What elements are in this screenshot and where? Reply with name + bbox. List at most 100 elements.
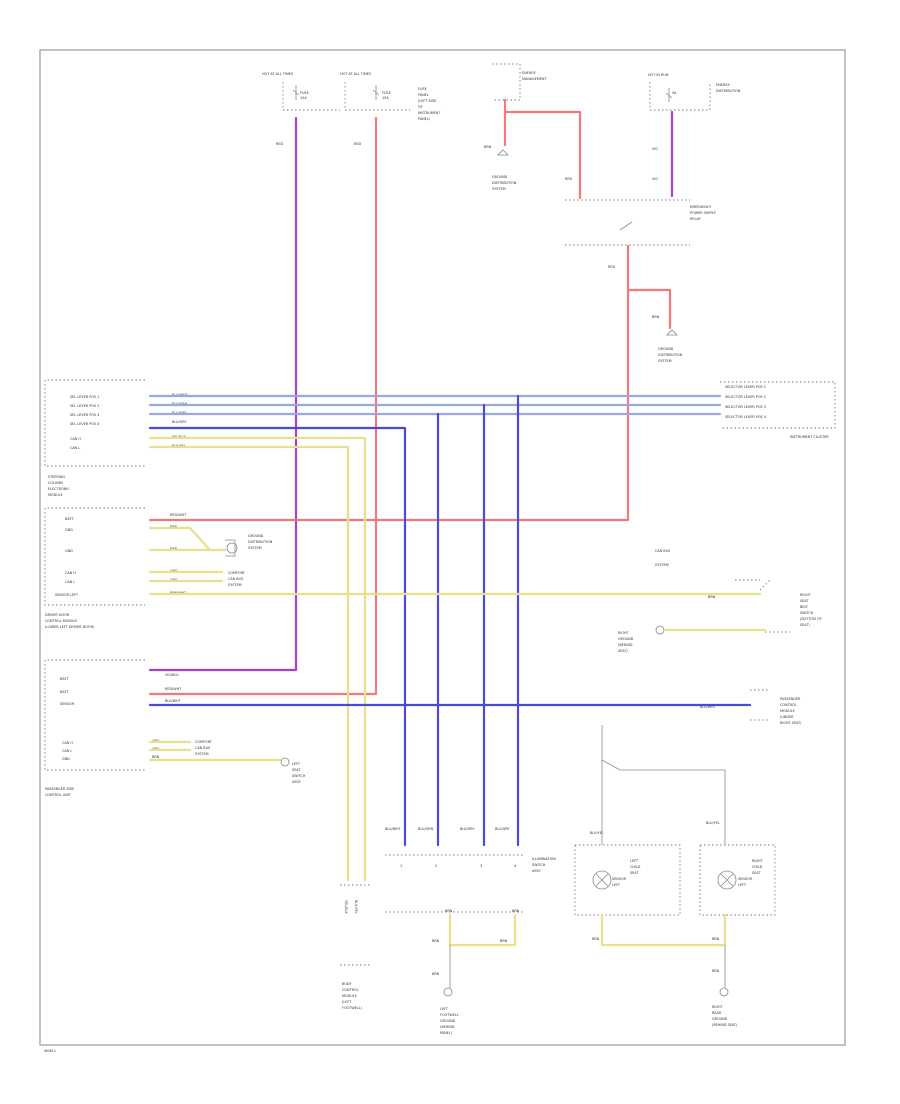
fuse-b-desc-2: PANEL	[418, 93, 429, 97]
pcm-can-2: CAN BUS	[195, 746, 210, 750]
dcm-pin-2: GND	[65, 528, 73, 532]
wire-red-relay	[503, 98, 582, 200]
pcm-can-1: COMFORT	[195, 740, 213, 744]
fuse-d-amp: 5A	[672, 91, 677, 95]
dcm-name-1: DRIVER DOOR	[45, 613, 70, 617]
right-sensor-lamp-icon	[717, 870, 737, 890]
ic-pin-1: SELECTOR LEVER POS 1	[725, 385, 766, 389]
fuse-b-desc-5: INSTRUMENT	[418, 111, 441, 115]
ctrl-pin-2: SEL LEVER POS 2	[70, 404, 99, 408]
pcm-name-6: PASSENGER SIDE	[45, 787, 74, 791]
ctrl-pin-4: SEL LEVER POS 4	[70, 422, 99, 426]
relay-label-2: POWER SUPPLY	[690, 211, 717, 215]
fuse-b-desc-4: OF	[418, 105, 423, 109]
wire-lamp-left-feed	[601, 725, 726, 845]
ground-mid: GROUND DISTRIBUTION SYSTEM	[658, 329, 683, 363]
wire-yellow-can-l	[148, 445, 350, 882]
right-child-seat-sensor: BLU/YEL SENSOR LEFT RIGHT CHILD SEAT BRN	[699, 821, 776, 941]
lamp-left-1: LEFT	[630, 859, 639, 863]
bcm-name-5: FOOTWELL)	[342, 1006, 363, 1010]
lamp-wire-1: BLU/YEL	[590, 831, 604, 835]
wire-red-relay-ground	[626, 288, 672, 330]
ground-right-4: SEAT)	[618, 649, 628, 653]
dcm-can-2: CAN BUS	[228, 577, 243, 581]
ctrl-pin-1: SEL LEVER POS 1	[70, 395, 99, 399]
bel-pin-4: 4	[514, 864, 516, 868]
dcm-wire-1: RED/WHT	[170, 513, 187, 517]
right-sw-label-5: (BOTTOM OF	[800, 617, 822, 621]
bel-gnd-5: PANEL)	[440, 1031, 453, 1035]
fuse-b-amp: 15A	[382, 96, 389, 100]
dcm-pin-6: SENSOR LEFT	[55, 593, 79, 597]
bel-wire-1: BLU/WHT	[385, 827, 402, 831]
fuse-b: HOT AT ALL TIMES FUSE 15A FUSE PANEL (LE…	[340, 72, 441, 121]
fuse-b-name: FUSE	[382, 91, 391, 95]
bel-name-1: ILLUMINATION	[532, 857, 556, 861]
diagram-border	[39, 49, 846, 1046]
fuse-b-desc-3: (LEFT SIDE	[418, 99, 436, 103]
dcm-pin-3: GND	[65, 549, 73, 553]
ic-pin-4: SELECTOR LEVER POS 4	[725, 415, 766, 419]
ground-mid-label-2: DISTRIBUTION	[658, 353, 683, 357]
gnd-bottom-r-2: REAR	[712, 1011, 722, 1015]
ctrl-pin-3: SEL LEVER POS 3	[70, 413, 99, 417]
bel-gnd-4: (BEHIND	[440, 1025, 455, 1029]
gnd-bottom-r-3: GROUND	[712, 1017, 728, 1021]
wire-label-c: BRN	[484, 145, 492, 149]
wire-red-relay-down	[148, 244, 630, 522]
fuse-c-desc-1: ENERGY	[522, 71, 537, 75]
fuse-d-desc-2: DISTRIBUTION	[716, 89, 741, 93]
ground-top-left-label-3: SYSTEM	[492, 187, 506, 191]
bel-gnd-wire-2: BRN	[512, 909, 520, 913]
bel-name-2: SWITCH	[532, 863, 546, 867]
fuse-c-desc-2: MANAGEMENT	[522, 77, 547, 81]
bel-wire-4: BLU/GRY	[495, 827, 510, 831]
emergency-relay: EMERGENCY POWER SUPPLY RELAY	[565, 199, 717, 246]
pcm-pin-5: CAN L	[62, 749, 72, 753]
illumination-switch: BLU/WHT BLU/GRN BLU/GRY BLU/GRY 1 2 3 4 …	[385, 827, 556, 1035]
fuse-a-amp: 10A	[300, 96, 307, 100]
lamp-left-3: SEAT	[630, 871, 639, 875]
bel-gnd-wire-4: BRN	[500, 939, 508, 943]
fuse-b-header: HOT AT ALL TIMES	[340, 72, 371, 76]
lamp-wire-4: BRN	[712, 937, 720, 941]
dcm-ground-symbol	[225, 539, 236, 557]
lamp-right-5: LEFT	[738, 883, 747, 887]
fuse-b-symbol	[372, 85, 380, 100]
ctrl-name-2: COLUMN	[48, 481, 63, 485]
bcm-name-4: (LEFT	[342, 1000, 352, 1004]
wire-red-fuse-b	[148, 116, 378, 696]
ic-pin-2: SELECTOR LEVER POS 2	[725, 395, 766, 399]
wire-purple-fuse-a	[148, 116, 298, 672]
fuse-d-desc-1: ENERGY	[716, 83, 731, 87]
pcm-gnd-2: SEAT	[292, 768, 301, 772]
pcm-name-7: CONTROL UNIT	[45, 793, 72, 797]
fuse-d-header: HOT IN RUN	[648, 73, 669, 77]
ctrl-name-4: MODULE	[48, 493, 63, 497]
right-sw-wire: BRN	[708, 595, 716, 599]
right-sw-label-2: SEAT	[800, 599, 809, 603]
pcm-pin-6: GND	[62, 757, 70, 761]
passenger-control-module: BATT BATT SENSOR CAN H CAN L GND VIO/BLU…	[44, 659, 306, 797]
dcm-pin-1: BATT	[65, 517, 74, 521]
occupant-label-3: MODULE	[780, 709, 795, 713]
lamp-left-2: CHILD	[630, 865, 641, 869]
dcm-pin-4: CAN H	[65, 571, 76, 575]
occupant-label-4: (UNDER	[780, 715, 794, 719]
wire-bel-gnd	[448, 913, 517, 947]
wires	[148, 98, 767, 988]
right-ground-circle	[655, 625, 665, 635]
pcm-ground-circle	[280, 757, 290, 767]
ground-top-left-label-2: DISTRIBUTION	[492, 181, 517, 185]
lamp-wire-2: BLU/YEL	[706, 821, 720, 825]
pcm-wire-6: BRN	[152, 755, 160, 759]
rear-ground: BRN RIGHT REAR GROUND (BEHIND SEAT)	[712, 969, 738, 1027]
fuse-a-symbol	[292, 85, 300, 100]
left-child-seat-sensor: BLU/YEL SENSOR LEFT LEFT CHILD SEAT BRN	[574, 831, 681, 941]
ground-mid-label-3: SYSTEM	[658, 359, 672, 363]
bel-gnd-wire-3: BRN	[432, 939, 440, 943]
wire-label-a: RED	[276, 142, 283, 146]
dcm-can-1: COMFORT	[228, 571, 246, 575]
